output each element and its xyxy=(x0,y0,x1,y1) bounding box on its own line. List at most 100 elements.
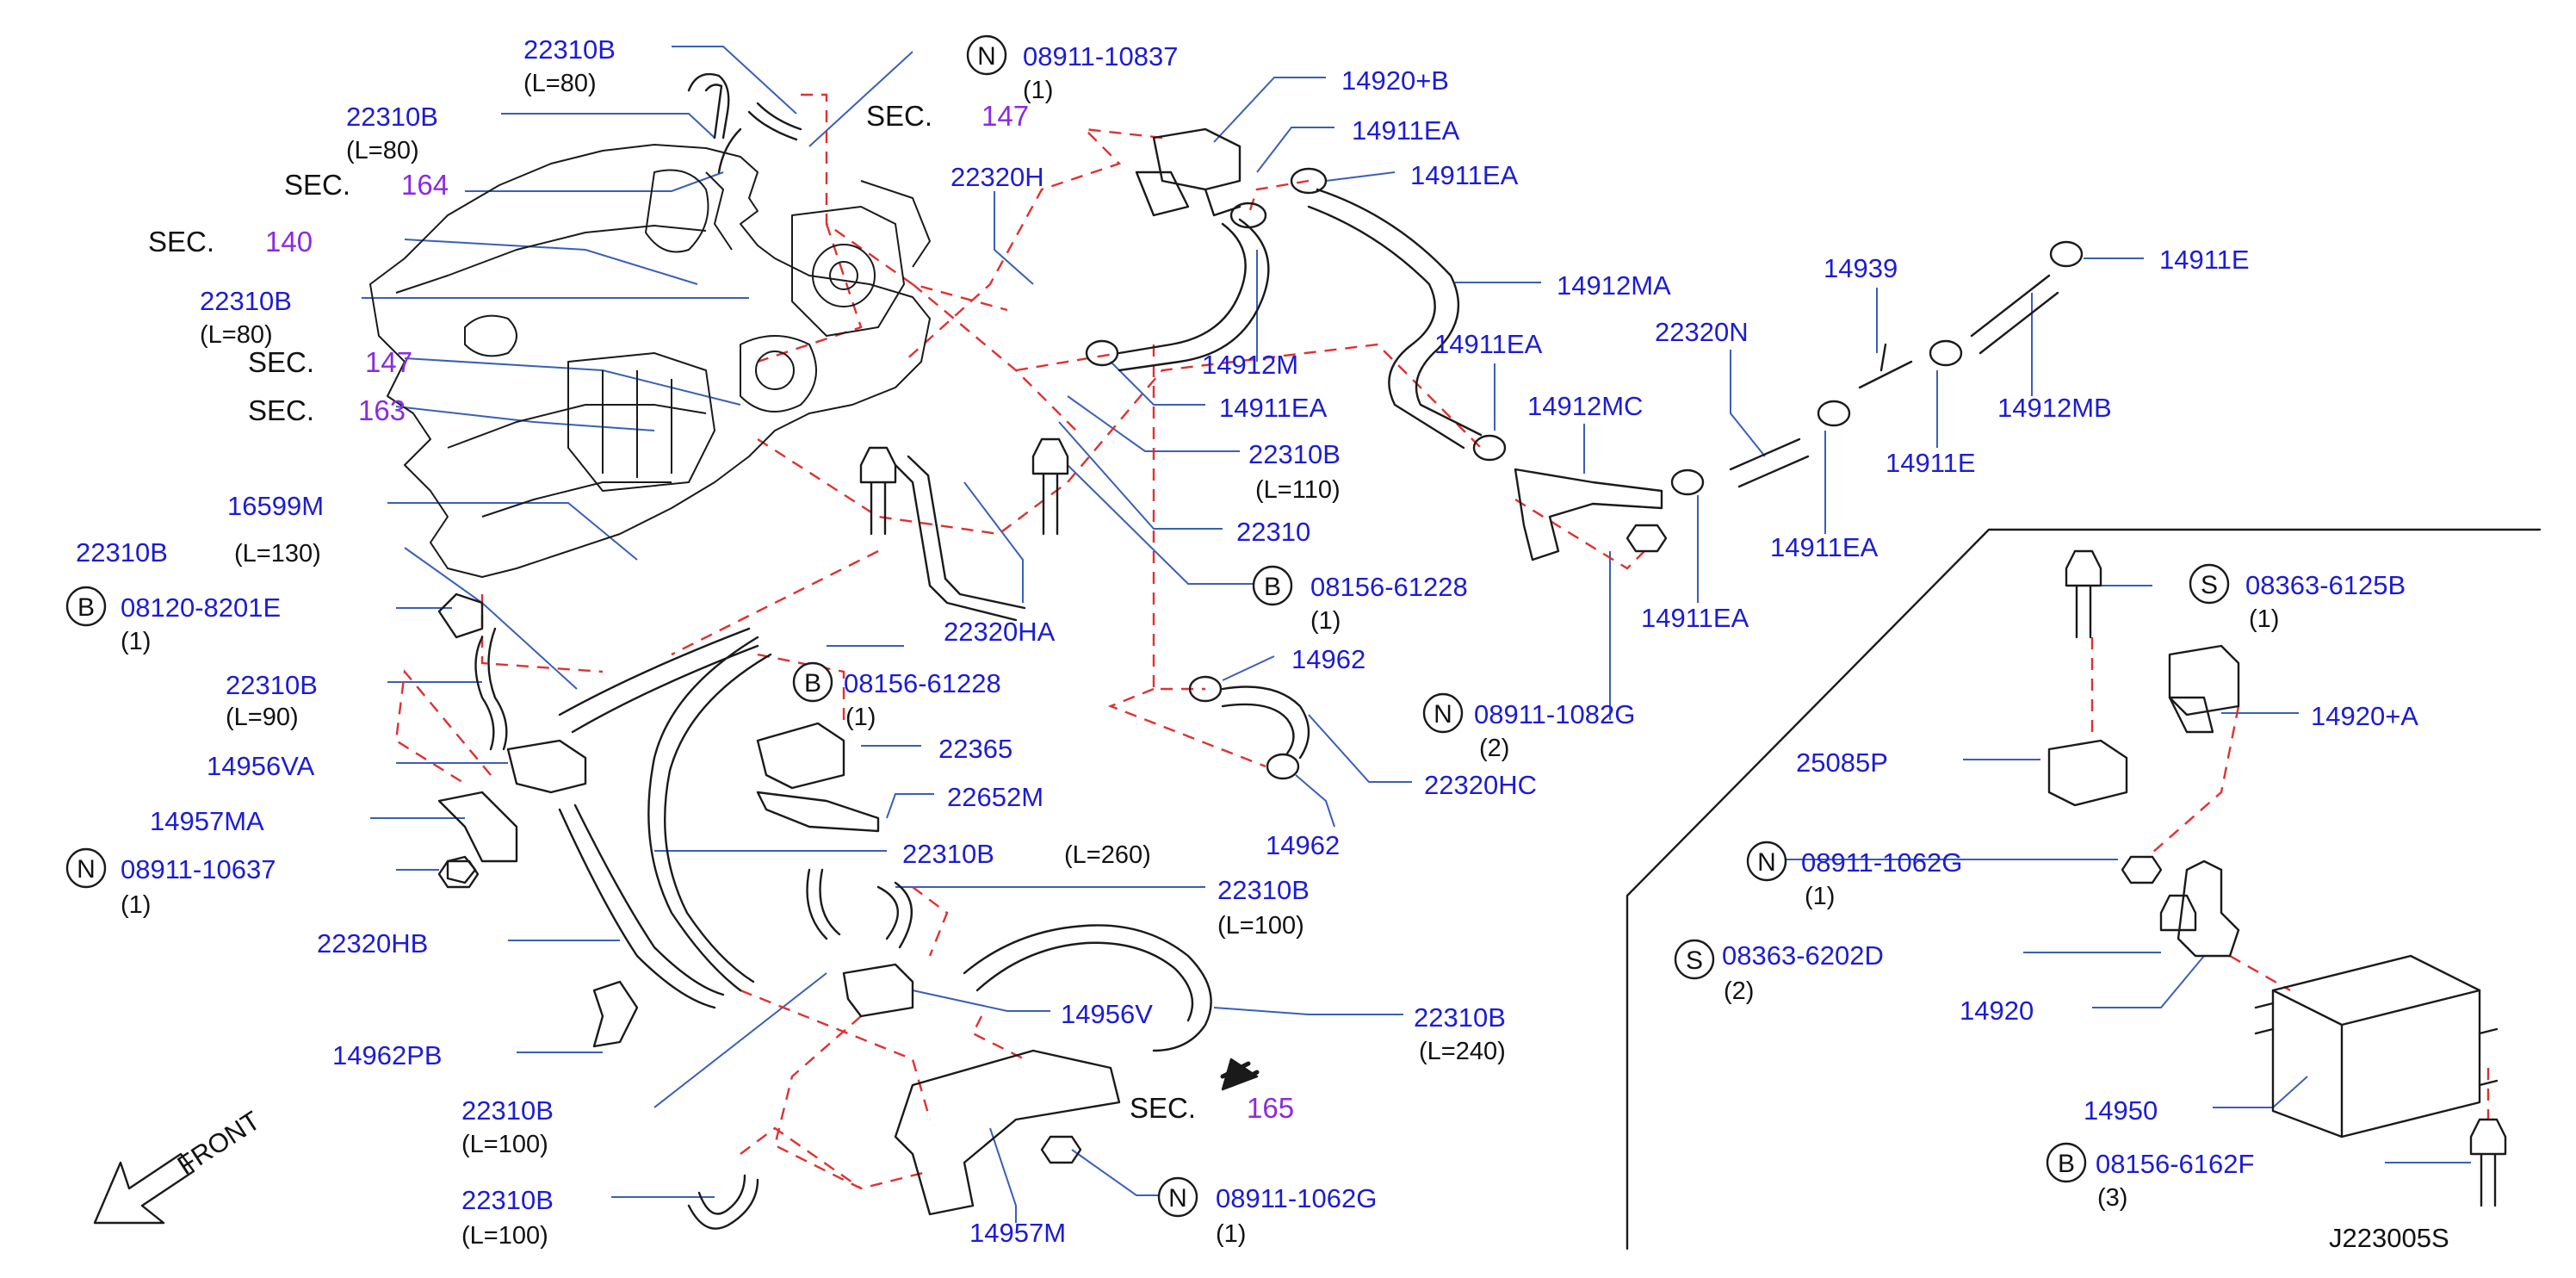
leader-line xyxy=(1308,714,1412,783)
leader-line xyxy=(1067,395,1240,452)
part-number: 22310B xyxy=(1414,1002,1506,1033)
part-label-14911ea: 14911EA xyxy=(1434,329,1543,359)
part-label-22652m: 22652M xyxy=(947,782,1043,812)
dashed-assembly-line xyxy=(2229,954,2291,992)
engine-manifold xyxy=(369,144,931,578)
part-quantity: (L=100) xyxy=(461,1131,548,1158)
part-label-08911-1062g: N 08911-1062G (1) xyxy=(1746,841,1962,910)
leader-line xyxy=(2092,955,2205,1008)
leader-lines xyxy=(362,46,2471,1223)
leader-line xyxy=(1256,127,1334,173)
part-number: 14911E xyxy=(2159,245,2250,275)
part-number: 08120-8201E xyxy=(121,592,281,623)
part-label-14962pb: 14962PB xyxy=(332,1040,443,1070)
part-number: 08911-1062G xyxy=(1216,1183,1377,1213)
part-label-25085p: 25085P xyxy=(1796,748,1888,778)
part-label-08120-8201e: B 08120-8201E (1) xyxy=(65,586,281,655)
part-prefix-badge xyxy=(65,847,107,889)
part-label-14911ea: 14911EA xyxy=(1770,532,1879,562)
leader-line xyxy=(1213,77,1326,143)
part-quantity: (1) xyxy=(1023,77,1053,104)
part-number: 22365 xyxy=(938,734,1012,764)
leader-line xyxy=(465,171,724,192)
part-quantity: (L=80) xyxy=(346,137,419,164)
part-label-22310b: 22310B (L=100) xyxy=(461,1095,554,1158)
leader-line xyxy=(2213,1076,2308,1108)
part-number: 14962PB xyxy=(332,1040,443,1070)
part-number: 22320HB xyxy=(317,928,428,958)
part-label-14912m: 14912M xyxy=(1202,350,1298,380)
part-number: 14939 xyxy=(1824,253,1898,283)
part-prefix-letter: B xyxy=(804,669,821,698)
part-number: 14957MA xyxy=(150,806,264,836)
part-number: 14912MB xyxy=(1997,393,2112,423)
part-number: 22310B xyxy=(461,1095,554,1126)
section-number: 165 xyxy=(1247,1092,1294,1124)
leader-line xyxy=(1222,655,1275,681)
part-label-14911e: 14911E xyxy=(1886,448,1976,478)
section-reference-140: SEC.140 xyxy=(148,226,313,257)
leader-line xyxy=(1058,421,1223,530)
section-reference-147: SEC.147 xyxy=(866,100,1029,132)
section-number: 147 xyxy=(981,100,1029,132)
part-quantity: (L=130) xyxy=(234,540,321,568)
section-prefix: SEC. xyxy=(148,226,214,257)
dashed-assembly-line xyxy=(480,594,604,673)
part-quantity: (L=80) xyxy=(523,70,597,97)
part-label-14962: 14962 xyxy=(1291,644,1365,674)
part-number: 14911EA xyxy=(1410,160,1519,190)
part-prefix-badge xyxy=(65,586,107,627)
part-label-22310b: 22310B(L=260) xyxy=(902,839,1151,869)
section-prefix: SEC. xyxy=(248,346,314,378)
part-label-14957m: 14957M xyxy=(969,1218,1066,1248)
leader-line xyxy=(808,51,913,147)
leader-line xyxy=(501,113,715,139)
part-number: 16599M xyxy=(227,491,324,521)
part-prefix-letter: B xyxy=(2058,1150,2075,1178)
leader-line xyxy=(387,502,638,561)
part-quantity: (1) xyxy=(121,628,151,655)
part-quantity: (L=260) xyxy=(1064,841,1151,869)
dashed-assembly-line xyxy=(1247,179,1310,216)
front-direction-label: FRONT xyxy=(172,1105,266,1181)
part-prefix-letter: S xyxy=(2201,571,2218,599)
part-prefix-badge xyxy=(1422,692,1464,734)
part-quantity: (1) xyxy=(1805,883,1835,910)
part-number: 08156-61228 xyxy=(1310,572,1468,602)
part-quantity: (1) xyxy=(2249,605,2279,633)
part-number: 08911-1082G xyxy=(1474,699,1635,729)
leader-line xyxy=(395,406,655,431)
part-prefix-badge xyxy=(2046,1142,2087,1183)
part-quantity: (L=80) xyxy=(200,321,273,349)
dashed-assembly-line xyxy=(740,1126,862,1189)
section-prefix: SEC. xyxy=(248,394,314,426)
part-quantity: (L=110) xyxy=(1255,476,1341,504)
part-number: 14956V xyxy=(1061,999,1153,1029)
part-number: 08911-1062G xyxy=(1801,847,1962,878)
part-number: 08911-10637 xyxy=(121,854,276,884)
part-label-22310: 22310 xyxy=(1236,517,1310,547)
part-label-14956v: 14956V xyxy=(1061,999,1153,1029)
part-number: 14911EA xyxy=(1434,329,1543,359)
part-prefix-letter: N xyxy=(1434,700,1452,729)
part-prefix-letter: N xyxy=(977,42,996,71)
section-reference-163: SEC.163 xyxy=(248,394,406,426)
part-prefix-letter: B xyxy=(77,593,95,622)
part-number: 14911EA xyxy=(1641,603,1749,633)
part-label-22320n: 22320N xyxy=(1655,317,1749,347)
part-label-14911ea: 14911EA xyxy=(1641,603,1749,633)
part-number: 22310B xyxy=(346,102,438,132)
part-quantity: (L=100) xyxy=(1217,912,1304,940)
part-label-14920-a: 14920+A xyxy=(2311,701,2418,731)
part-label-14962: 14962 xyxy=(1266,830,1340,860)
part-prefix-letter: N xyxy=(1757,848,1776,877)
part-number: 22310 xyxy=(1236,517,1310,547)
part-label-14911ea: 14911EA xyxy=(1352,115,1460,146)
